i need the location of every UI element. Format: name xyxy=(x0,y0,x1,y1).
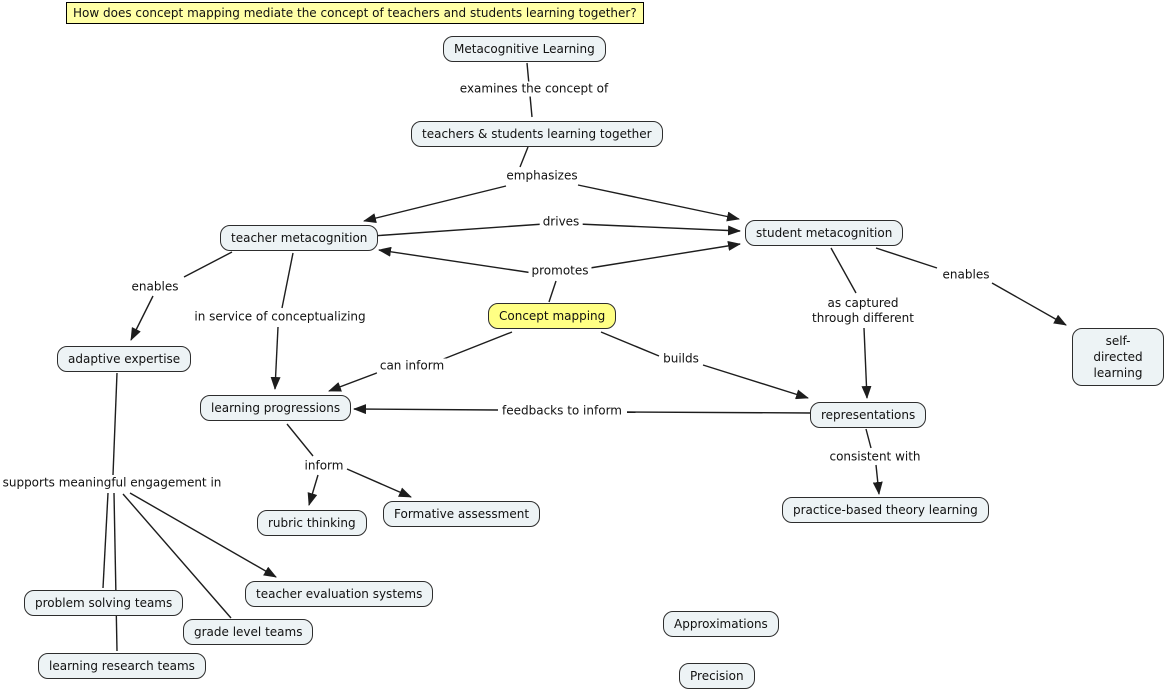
node-teacher-metacognition[interactable]: teacher metacognition xyxy=(220,225,379,251)
link-label-enables-right[interactable]: enables xyxy=(939,267,993,283)
link-label-consistent-with[interactable]: consistent with xyxy=(826,449,924,465)
node-grade-level-teams[interactable]: grade level teams xyxy=(183,619,314,645)
node-precision[interactable]: Precision xyxy=(679,663,755,689)
link-label-feedbacks-to-inform[interactable]: feedbacks to inform xyxy=(499,403,625,419)
node-concept-mapping[interactable]: Concept mapping xyxy=(488,303,617,329)
node-problem-solving-teams[interactable]: problem solving teams xyxy=(24,590,184,616)
node-self-directed-learning[interactable]: self-directed learning xyxy=(1072,328,1164,386)
link-label-can-inform[interactable]: can inform xyxy=(376,358,448,374)
node-adaptive-expertise[interactable]: adaptive expertise xyxy=(57,346,192,372)
node-formative-assessment[interactable]: Formative assessment xyxy=(383,501,541,527)
node-rubric-thinking[interactable]: rubric thinking xyxy=(257,510,367,536)
link-label-in-service-of-conceptualizing[interactable]: in service of conceptualizing xyxy=(191,309,369,325)
link-label-drives[interactable]: drives xyxy=(539,214,583,230)
node-representations[interactable]: representations xyxy=(810,402,927,428)
node-teachers-students-learning-together[interactable]: teachers & students learning together xyxy=(411,121,663,147)
link-label-enables-left[interactable]: enables xyxy=(128,279,182,295)
link-label-inform[interactable]: inform xyxy=(301,458,347,474)
link-label-supports-meaningful-engagement-in[interactable]: supports meaningful engagement in xyxy=(0,475,225,491)
node-approximations[interactable]: Approximations xyxy=(663,611,779,637)
node-metacognitive-learning[interactable]: Metacognitive Learning xyxy=(443,36,606,62)
link-label-emphasizes[interactable]: emphasizes xyxy=(503,168,581,184)
link-label-promotes[interactable]: promotes xyxy=(528,263,592,279)
link-label-examines-the-concept-of[interactable]: examines the concept of xyxy=(456,81,612,97)
node-learning-progressions[interactable]: learning progressions xyxy=(200,395,352,421)
focus-question-box[interactable]: How does concept mapping mediate the con… xyxy=(66,2,644,24)
link-label-as-captured-through-different[interactable]: as captured through different xyxy=(809,296,917,326)
node-teacher-evaluation-systems[interactable]: teacher evaluation systems xyxy=(245,581,434,607)
link-label-builds[interactable]: builds xyxy=(660,351,702,367)
node-student-metacognition[interactable]: student metacognition xyxy=(745,220,904,246)
node-practice-based-theory-learning[interactable]: practice-based theory learning xyxy=(782,497,989,523)
node-learning-research-teams[interactable]: learning research teams xyxy=(38,653,206,679)
